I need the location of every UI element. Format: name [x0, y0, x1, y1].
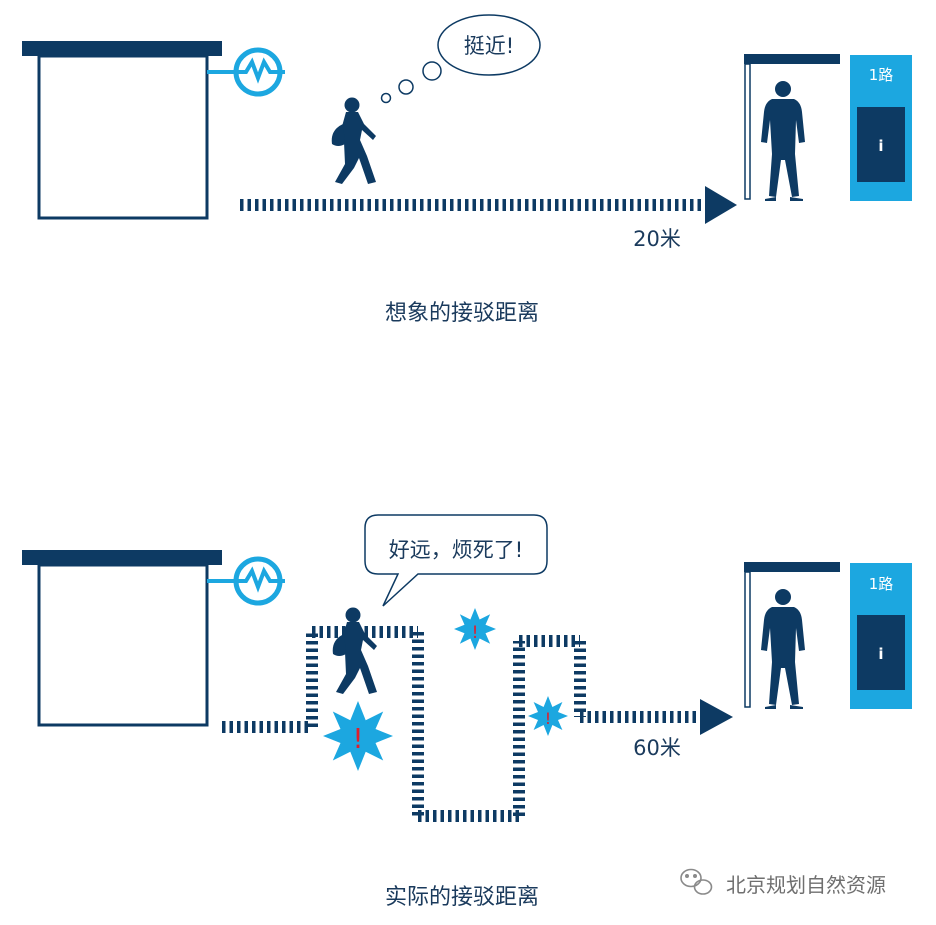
metro-station-icon [231, 559, 285, 603]
bottom-scene: 好远，烦死了! ! ! ! 60米 1路 i 实际的接驳距离 [22, 514, 912, 910]
metro-building [22, 550, 236, 727]
alert-mark: ! [545, 709, 551, 728]
path-arrow [700, 699, 733, 735]
metro-station-icon [231, 50, 285, 94]
imagined-distance-label: 20米 [633, 227, 681, 251]
wechat-icon [680, 868, 713, 895]
alert-mark: ! [472, 623, 479, 643]
pedestrian-icon [332, 607, 377, 694]
top-scene: 挺近! 20米 1路 i 想象的接驳距离 [22, 14, 912, 326]
imagined-caption: 想象的接驳距离 [385, 301, 539, 326]
stop-route-label: 1路 [869, 575, 894, 593]
actual-caption: 实际的接驳距离 [385, 885, 539, 910]
metro-building [22, 41, 236, 220]
bus-shelter [744, 562, 840, 708]
waiting-person-icon [761, 589, 805, 709]
stop-info-label: i [878, 645, 883, 663]
bus-stop-sign-icon: 1路 i [850, 55, 912, 201]
pedestrian-icon [331, 97, 376, 184]
waiting-person-icon [761, 81, 805, 201]
watermark-text: 北京规划自然资源 [726, 873, 886, 897]
bus-stop-sign-icon: 1路 i [850, 563, 912, 709]
thought-text: 挺近! [464, 34, 514, 58]
speech-bubble: 好远，烦死了! [364, 514, 548, 607]
thought-bubble: 挺近! [380, 14, 541, 104]
watermark: 北京规划自然资源 [680, 868, 886, 897]
alert-mark: ! [352, 722, 363, 755]
speech-text: 好远，烦死了! [389, 538, 523, 562]
bus-shelter [744, 54, 840, 200]
stop-info-label: i [878, 137, 883, 155]
walking-path [222, 626, 702, 822]
stop-route-label: 1路 [869, 66, 894, 84]
actual-distance-label: 60米 [633, 736, 681, 760]
path-arrow [705, 186, 737, 224]
